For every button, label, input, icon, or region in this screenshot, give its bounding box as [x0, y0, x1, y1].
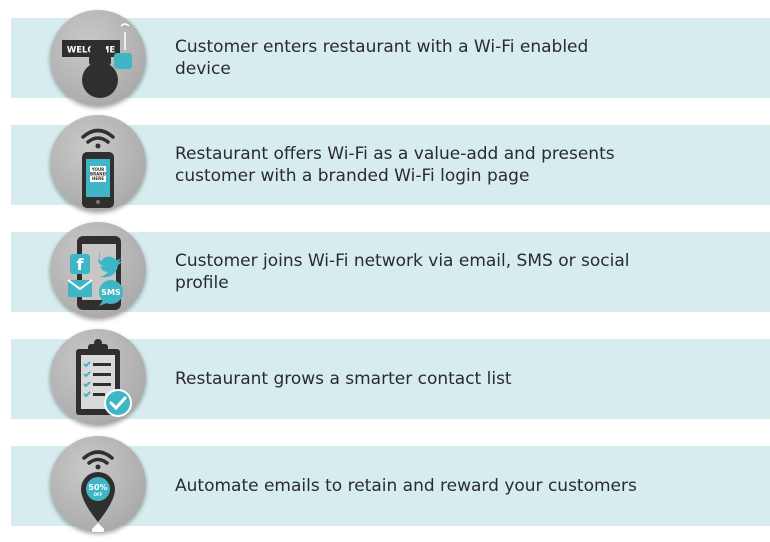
social-login-icon: f SMS: [50, 222, 146, 318]
smartphone-wifi-icon: YOUR BRAND HERE: [50, 115, 146, 211]
step-5: 50% OFF Automate emails to retain and re…: [0, 428, 770, 538]
sms-bubble-text: SMS: [101, 288, 121, 297]
step-2: YOUR BRAND HERE Restaurant offers Wi-Fi …: [0, 107, 770, 217]
svg-text:OFF: OFF: [94, 492, 103, 497]
svg-text:BRAND: BRAND: [90, 172, 107, 177]
step-1: WELCOME Customer enters restaurant with …: [0, 0, 770, 110]
welcome-sign-icon: WELCOME: [50, 10, 146, 106]
location-discount-icon: 50% OFF: [50, 436, 146, 532]
clipboard-checklist-icon: [50, 329, 146, 425]
step-text: Automate emails to retain and reward you…: [175, 476, 637, 496]
step-text: Customer joins Wi-Fi network via email, …: [175, 251, 630, 293]
svg-text:f: f: [77, 255, 85, 274]
step-text: Customer enters restaurant with a Wi-Fi …: [175, 37, 589, 79]
step-3: f SMS Customer joins Wi-Fi network via e…: [0, 214, 770, 324]
step-text: Restaurant grows a smarter contact list: [175, 369, 512, 389]
step-text: Restaurant offers Wi-Fi as a value-add a…: [175, 144, 615, 186]
svg-text:YOUR: YOUR: [91, 167, 104, 172]
svg-text:50%: 50%: [88, 483, 107, 492]
step-4: Restaurant grows a smarter contact list: [0, 321, 770, 431]
svg-text:HERE: HERE: [92, 176, 104, 181]
